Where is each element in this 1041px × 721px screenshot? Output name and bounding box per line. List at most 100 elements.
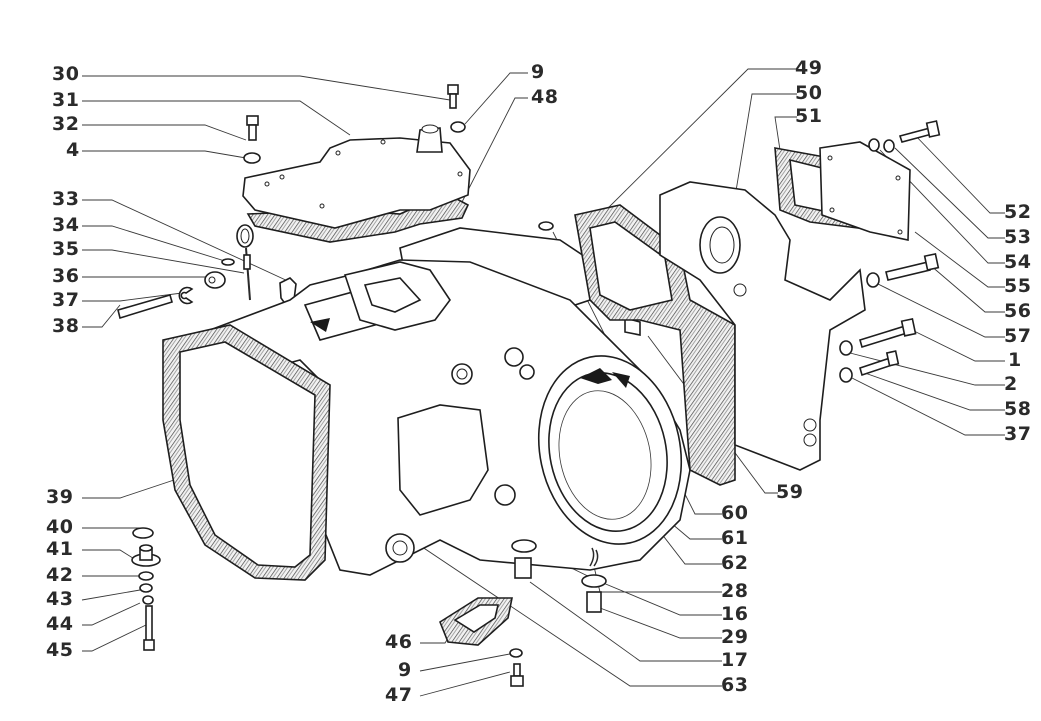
leader-58 xyxy=(861,371,1005,411)
bolt-52 xyxy=(898,120,941,143)
callout-48: 48 xyxy=(531,86,559,108)
leader-29 xyxy=(599,607,722,639)
cover-plate-55 xyxy=(819,141,911,241)
leader-39 xyxy=(82,477,181,499)
leader-45 xyxy=(82,624,147,652)
dipstick-35 xyxy=(236,224,254,301)
leader-47 xyxy=(419,671,511,697)
callout-2: 2 xyxy=(1004,373,1018,395)
bolt-56 xyxy=(885,252,940,281)
o-ring-40 xyxy=(132,527,154,539)
callout-43: 43 xyxy=(46,588,74,610)
callout-29: 29 xyxy=(721,626,749,648)
callout-52: 52 xyxy=(1004,201,1032,223)
stud-38 xyxy=(117,294,173,320)
leader-34 xyxy=(82,225,229,263)
callout-59: 59 xyxy=(776,481,804,503)
washer-34 xyxy=(221,258,235,266)
callout-51: 51 xyxy=(795,105,823,127)
rear-plate-50 xyxy=(659,181,866,471)
bolt-30 xyxy=(447,84,459,109)
callout-35: 35 xyxy=(52,238,80,260)
drain-plug-29 xyxy=(581,574,607,613)
callout-62: 62 xyxy=(721,552,749,574)
leader-57 xyxy=(875,282,1005,338)
leader-31 xyxy=(82,100,351,136)
callout-33: 33 xyxy=(52,188,80,210)
leader-37b xyxy=(851,377,1005,436)
callout-34: 34 xyxy=(52,214,80,236)
callout-17: 17 xyxy=(721,649,749,671)
washer-53 xyxy=(883,139,895,153)
leader-33 xyxy=(82,199,291,283)
callout-30: 30 xyxy=(52,63,80,85)
leader-60 xyxy=(552,231,722,515)
callout-50: 50 xyxy=(795,82,823,104)
callout-61: 61 xyxy=(721,527,749,549)
callout-32: 32 xyxy=(52,113,80,135)
callout-31: 31 xyxy=(52,89,80,111)
bolt-45 xyxy=(143,605,155,651)
leader-41 xyxy=(82,549,137,561)
leader-38 xyxy=(82,304,121,328)
callout-40: 40 xyxy=(46,516,74,538)
leader-9b xyxy=(419,652,516,672)
washer-9-top xyxy=(450,121,466,133)
leader-51 xyxy=(774,116,797,151)
leader-9a xyxy=(464,72,528,125)
callout-4: 4 xyxy=(66,139,80,161)
callout-9-bottom: 9 xyxy=(398,659,412,681)
washer-57 xyxy=(866,272,880,288)
callout-56: 56 xyxy=(1004,300,1032,322)
leader-56 xyxy=(929,264,1005,313)
leader-17 xyxy=(529,581,722,662)
callout-37-left: 37 xyxy=(52,289,80,311)
callout-39: 39 xyxy=(46,486,74,508)
leader-55 xyxy=(914,231,1005,288)
leader-1 xyxy=(911,329,1005,362)
washer-37-right xyxy=(839,367,853,383)
bolt-1 xyxy=(859,317,917,349)
callout-38: 38 xyxy=(52,315,80,337)
top-cover-gasket xyxy=(242,124,471,243)
leader-32 xyxy=(82,124,247,141)
leader-50 xyxy=(734,93,797,198)
sump-gasket-46 xyxy=(439,597,513,646)
callout-44: 44 xyxy=(46,613,74,635)
leader-49 xyxy=(589,68,797,227)
callout-46: 46 xyxy=(385,631,413,653)
leader-52 xyxy=(911,131,1005,214)
bolt-47 xyxy=(510,663,524,687)
callout-45: 45 xyxy=(46,639,74,661)
leader-43 xyxy=(81,589,141,601)
leader-53 xyxy=(894,147,1005,239)
leader-30 xyxy=(82,75,451,101)
leader-44 xyxy=(82,602,141,626)
callout-53: 53 xyxy=(1004,226,1032,248)
leader-4 xyxy=(82,150,247,159)
washer-9-bottom xyxy=(509,648,523,658)
callout-16: 16 xyxy=(721,603,749,625)
callout-63: 63 xyxy=(721,674,749,696)
callout-47: 47 xyxy=(385,684,413,706)
callout-28: 28 xyxy=(721,580,749,602)
leader-54 xyxy=(879,149,1005,264)
callout-58: 58 xyxy=(1004,398,1032,420)
plug-41 xyxy=(131,544,161,567)
bolt-32 xyxy=(246,115,259,141)
leader-37a xyxy=(82,292,183,302)
callout-42: 42 xyxy=(46,564,74,586)
washer-4 xyxy=(243,152,261,164)
front-gasket-39 xyxy=(162,324,331,581)
callout-36: 36 xyxy=(52,265,80,287)
washer-54 xyxy=(868,138,880,152)
callout-54: 54 xyxy=(1004,251,1032,273)
clip-28 xyxy=(589,547,599,567)
callout-60: 60 xyxy=(721,502,749,524)
washer-42 xyxy=(138,571,154,581)
washer-2 xyxy=(839,340,853,356)
callout-57: 57 xyxy=(1004,325,1032,347)
washer-44 xyxy=(142,595,154,605)
